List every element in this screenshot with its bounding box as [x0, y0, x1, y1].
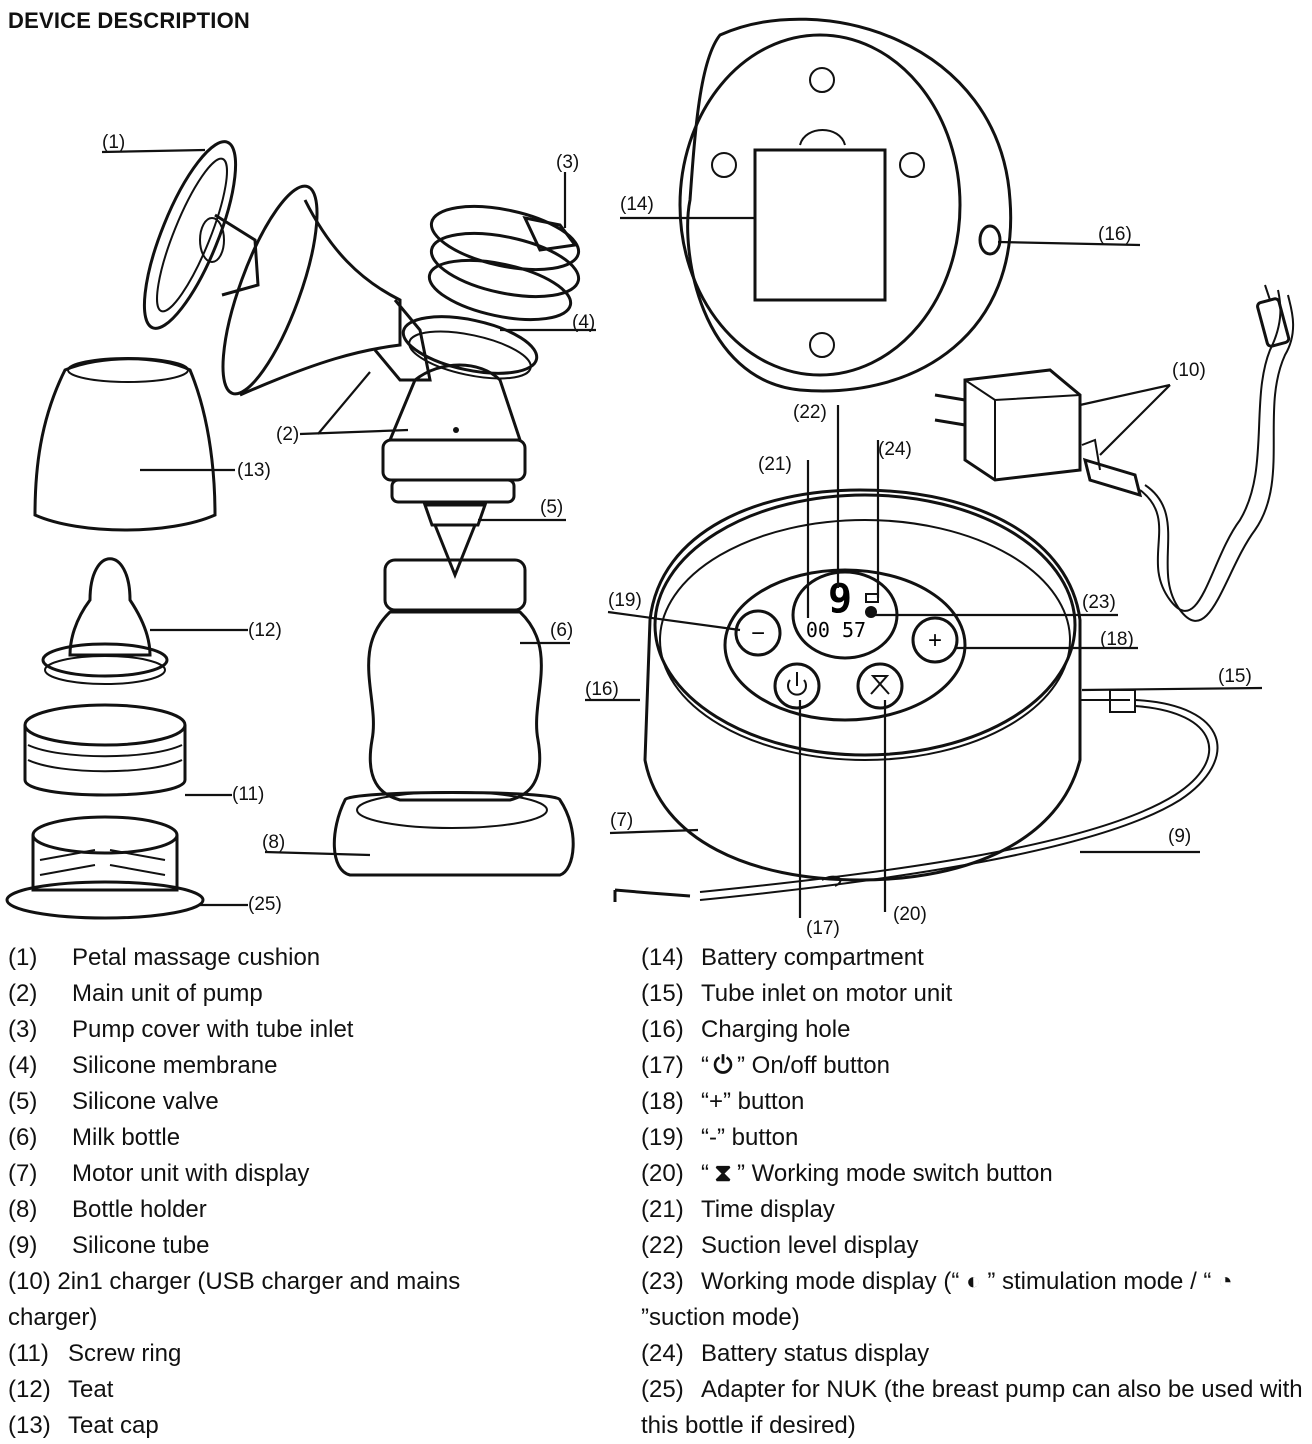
callout-14: (14) — [620, 194, 654, 215]
pump-body — [381, 363, 527, 580]
callout-20: (20) — [893, 904, 927, 925]
legend-item: (1)Petal massage cushion — [8, 944, 321, 971]
legend-item: (17)“⏻” On/off button — [641, 1048, 1306, 1084]
callout-24: (24) — [878, 439, 912, 460]
callout-23: (23) — [1082, 592, 1116, 613]
legend-item: (14)Battery compartment — [641, 944, 924, 971]
charger — [934, 284, 1295, 622]
legend-item: (15)Tube inlet on motor unit — [641, 980, 953, 1007]
nuk-adapter — [5, 815, 205, 920]
legend-item: (5)Silicone valve — [8, 1088, 219, 1115]
callout-2: (2) — [276, 424, 299, 445]
callout-1: (1) — [102, 132, 125, 153]
legend-item: (25)Adapter for NUK (the breast pump can… — [641, 1376, 1303, 1439]
legend-item: (13)Teat cap — [8, 1412, 159, 1439]
legend-item: (3)Pump cover with tube inlet — [8, 1016, 354, 1043]
suction-level-readout: 9 — [828, 576, 852, 622]
suction-mode-icon: ◔ — [1218, 1268, 1233, 1295]
milk-bottle — [367, 558, 543, 802]
motor-unit-front: − + 9 00 57 — [613, 488, 1219, 902]
legend-item: (16)Charging hole — [641, 1016, 851, 1043]
legend-item: (8)Bottle holder — [8, 1196, 207, 1223]
svg-text:−: − — [751, 620, 765, 647]
callout-16-rear: (16) — [1098, 224, 1132, 245]
callout-15: (15) — [1218, 666, 1252, 687]
legend-item: (9)Silicone tube — [8, 1232, 210, 1259]
page-title: DEVICE DESCRIPTION — [8, 8, 250, 33]
callout-9: (9) — [1168, 826, 1191, 847]
device-diagram: − + 9 00 57 — [5, 17, 1295, 939]
mode-switch-icon: ⧗ — [714, 1160, 732, 1187]
legend-right: (14)Battery compartment (15)Tube inlet o… — [641, 940, 1306, 1444]
callout-10: (10) — [1172, 360, 1206, 381]
callout-13: (13) — [237, 460, 271, 481]
legend-item: (6)Milk bottle — [8, 1124, 181, 1151]
teat — [41, 557, 169, 685]
pump-cover — [401, 204, 581, 380]
callout-16-front: (16) — [585, 679, 619, 700]
callout-labels: (1) (2) (3) (4) (5) (6) (7) (8) (9) (10)… — [102, 132, 1252, 939]
callout-21: (21) — [758, 454, 792, 475]
svg-text:+: + — [928, 627, 942, 654]
motor-unit-rear — [678, 17, 1013, 393]
leader-lines — [101, 148, 1263, 918]
callout-11: (11) — [232, 784, 264, 805]
callout-18: (18) — [1100, 629, 1134, 650]
callout-7: (7) — [610, 810, 633, 831]
callout-19: (19) — [608, 590, 642, 611]
legend-item: (20)“⧗” Working mode switch button — [641, 1156, 1306, 1192]
legend-item: (11)Screw ring — [8, 1340, 182, 1367]
teat-cap — [33, 357, 217, 532]
legend-item: (23)Working mode display (“◐” stimulatio… — [641, 1264, 1306, 1336]
callout-17: (17) — [806, 918, 840, 939]
legend-item: (24)Battery status display — [641, 1340, 930, 1367]
callout-12: (12) — [248, 620, 282, 641]
callout-25: (25) — [248, 894, 282, 915]
callout-3: (3) — [556, 152, 579, 173]
legend-item: (22)Suction level display — [641, 1232, 919, 1259]
legend-item: (12)Teat — [8, 1376, 114, 1403]
legend-item: (2)Main unit of pump — [8, 980, 263, 1007]
legend-item: (4)Silicone membrane — [8, 1052, 278, 1079]
callout-8: (8) — [262, 832, 285, 853]
pump-funnel — [221, 184, 432, 397]
legend-item: (7)Motor unit with display — [8, 1160, 310, 1187]
callout-22: (22) — [793, 402, 827, 423]
legend-item: (18)“+” button — [641, 1088, 805, 1115]
stimulation-mode-icon: ◐ — [966, 1268, 981, 1295]
callout-5: (5) — [540, 497, 563, 518]
petal-massage-cushion — [142, 140, 260, 330]
callout-4: (4) — [572, 312, 595, 333]
legend-item: (19)“-” button — [641, 1124, 799, 1151]
power-icon: ⏻ — [713, 1052, 733, 1079]
legend-left: (1)Petal massage cushion (2)Main unit of… — [8, 940, 608, 1444]
screw-ring — [23, 703, 187, 797]
bottle-holder — [332, 791, 575, 877]
legend-item-10: (10) 2in1 charger (USB charger and mains… — [8, 1268, 461, 1331]
callout-6: (6) — [550, 620, 573, 641]
time-readout: 00 57 — [806, 618, 866, 642]
legend-item: (21)Time display — [641, 1196, 835, 1223]
